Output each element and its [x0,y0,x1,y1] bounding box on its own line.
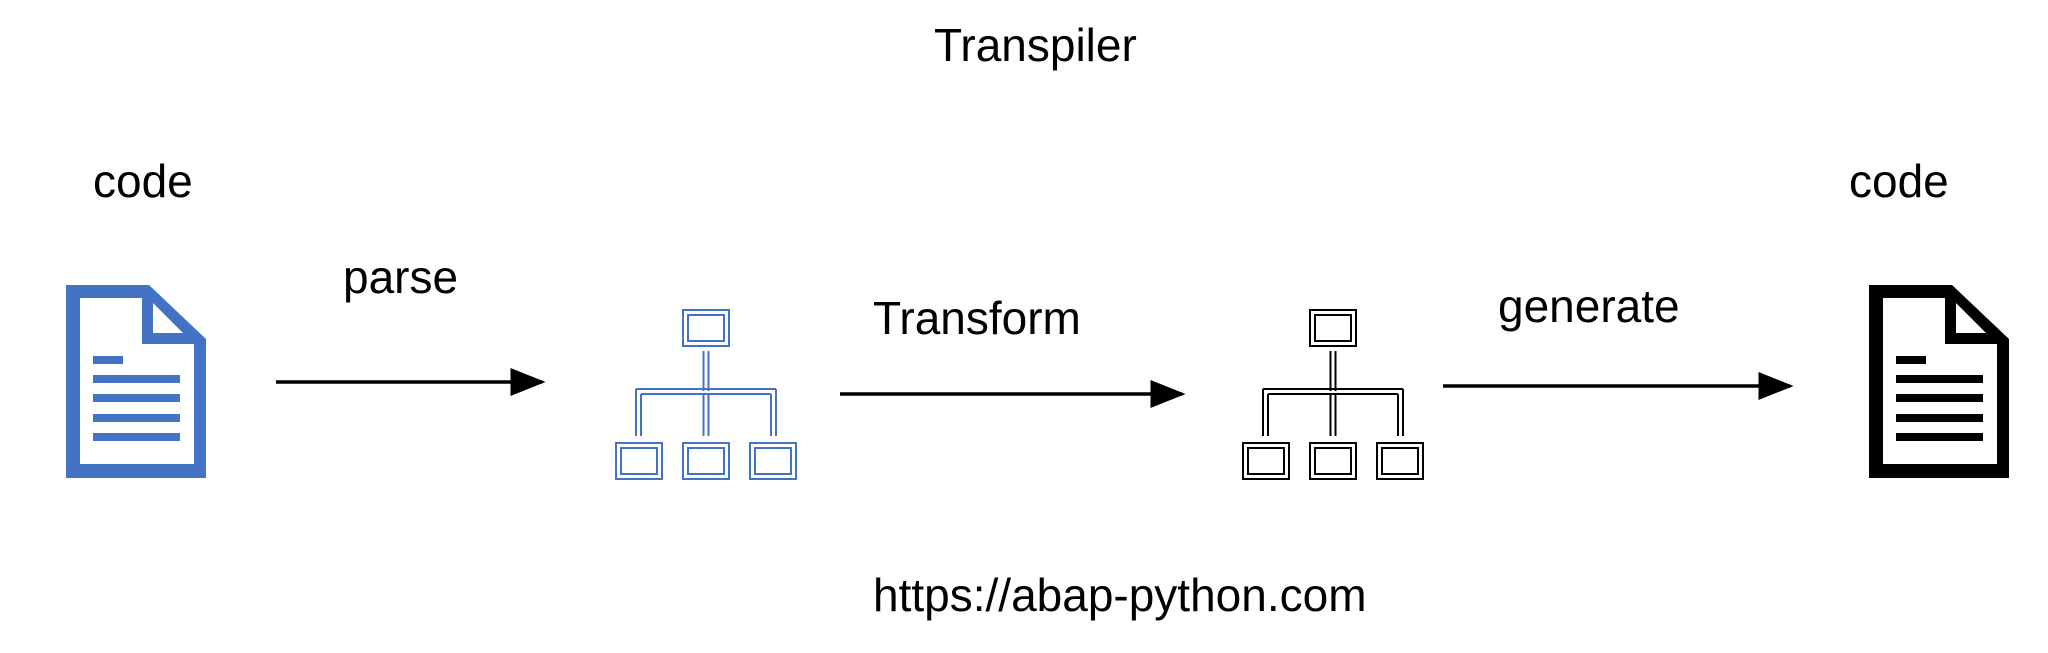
source-document-icon [66,285,206,478]
parse-step-label: parse [343,251,459,303]
footer-url: https://abap-python.com [873,569,1367,621]
diagram-title: Transpiler [934,19,1137,71]
target-code-label: code [1849,155,1949,207]
generate-step-label: generate [1498,280,1680,332]
tree-hierarchy-icon-black [1242,309,1424,480]
transform-step-label: Transform [873,292,1081,344]
tree-hierarchy-icon-blue [615,309,797,480]
target-document-icon [1869,285,2009,478]
source-code-label: code [93,155,193,207]
